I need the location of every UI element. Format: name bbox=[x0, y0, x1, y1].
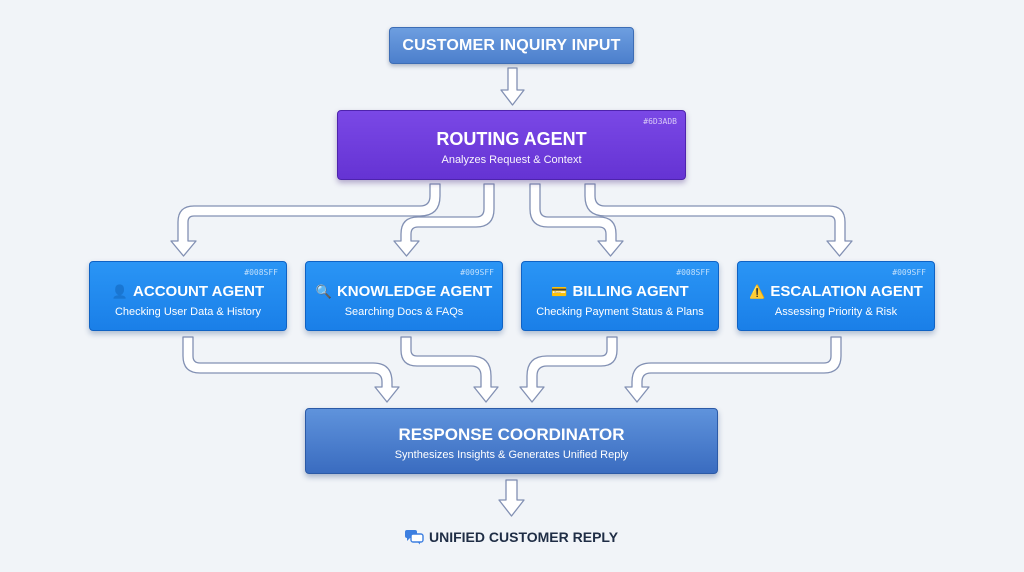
escalation-agent-subtitle: Assessing Priority & Risk bbox=[774, 306, 898, 318]
account-agent-box: #008SFF 👤 ACCOUNT AGENT Checking User Dat… bbox=[89, 261, 287, 331]
knowledge-agent-box: #009SFF 🔍 KNOWLEDGE AGENT Searching Docs … bbox=[305, 261, 503, 331]
knowledge-agent-title: KNOWLEDGE AGENT bbox=[336, 283, 493, 300]
arrow-knowledge-to-coordinator bbox=[400, 336, 499, 403]
billing-agent-box: #008SFF 💳 BILLING AGENT Checking Payment … bbox=[521, 261, 719, 331]
response-coordinator-box: RESPONSE COORDINATOR Synthesizes Insight… bbox=[305, 408, 718, 474]
arrow-routing-to-account bbox=[170, 183, 441, 257]
output-label: UNIFIED CUSTOMER REPLY bbox=[429, 529, 619, 545]
escalation-color-tag: #009SFF bbox=[892, 268, 926, 277]
arrow-billing-to-coordinator bbox=[519, 336, 618, 403]
routing-agent-box: #6D3ADB ROUTING AGENT Analyzes Request &… bbox=[337, 110, 686, 180]
credit-card-icon: 💳 bbox=[551, 284, 568, 299]
routing-agent-title: ROUTING AGENT bbox=[436, 129, 587, 149]
account-color-tag: #008SFF bbox=[244, 268, 278, 277]
billing-agent-subtitle: Checking Payment Status & Plans bbox=[536, 306, 704, 318]
arrow-coordinator-to-output bbox=[498, 479, 525, 517]
arrow-escalation-to-coordinator bbox=[624, 336, 842, 403]
arrow-routing-to-billing bbox=[529, 183, 624, 257]
coordinator-title: RESPONSE COORDINATOR bbox=[398, 425, 625, 444]
routing-agent-subtitle: Analyzes Request & Context bbox=[441, 154, 582, 166]
escalation-agent-box: #009SFF ⚠️ ESCALATION AGENT Assessing Pri… bbox=[737, 261, 935, 331]
coordinator-subtitle: Synthesizes Insights & Generates Unified… bbox=[394, 449, 629, 461]
input-label: CUSTOMER INQUIRY INPUT bbox=[402, 36, 621, 54]
arrow-input-to-routing bbox=[500, 67, 525, 106]
routing-color-tag: #6D3ADB bbox=[643, 117, 677, 126]
knowledge-color-tag: #009SFF bbox=[460, 268, 494, 277]
user-icon: 👤 bbox=[111, 284, 129, 299]
arrow-routing-to-escalation bbox=[584, 183, 853, 257]
magnifier-icon: 🔍 bbox=[315, 284, 332, 299]
unified-reply-output: UNIFIED CUSTOMER REPLY bbox=[404, 527, 634, 547]
chat-bubbles-icon bbox=[405, 530, 424, 545]
account-agent-subtitle: Checking User Data & History bbox=[114, 306, 262, 318]
arrow-account-to-coordinator bbox=[182, 336, 400, 403]
warning-icon: ⚠️ bbox=[749, 284, 766, 299]
arrow-routing-to-knowledge bbox=[393, 183, 495, 257]
billing-agent-title: BILLING AGENT bbox=[572, 283, 689, 300]
escalation-agent-title: ESCALATION AGENT bbox=[770, 283, 923, 300]
account-agent-title: ACCOUNT AGENT bbox=[133, 283, 265, 300]
knowledge-agent-subtitle: Searching Docs & FAQs bbox=[344, 306, 464, 318]
customer-inquiry-input-box: CUSTOMER INQUIRY INPUT bbox=[389, 27, 634, 64]
billing-color-tag: #008SFF bbox=[676, 268, 710, 277]
